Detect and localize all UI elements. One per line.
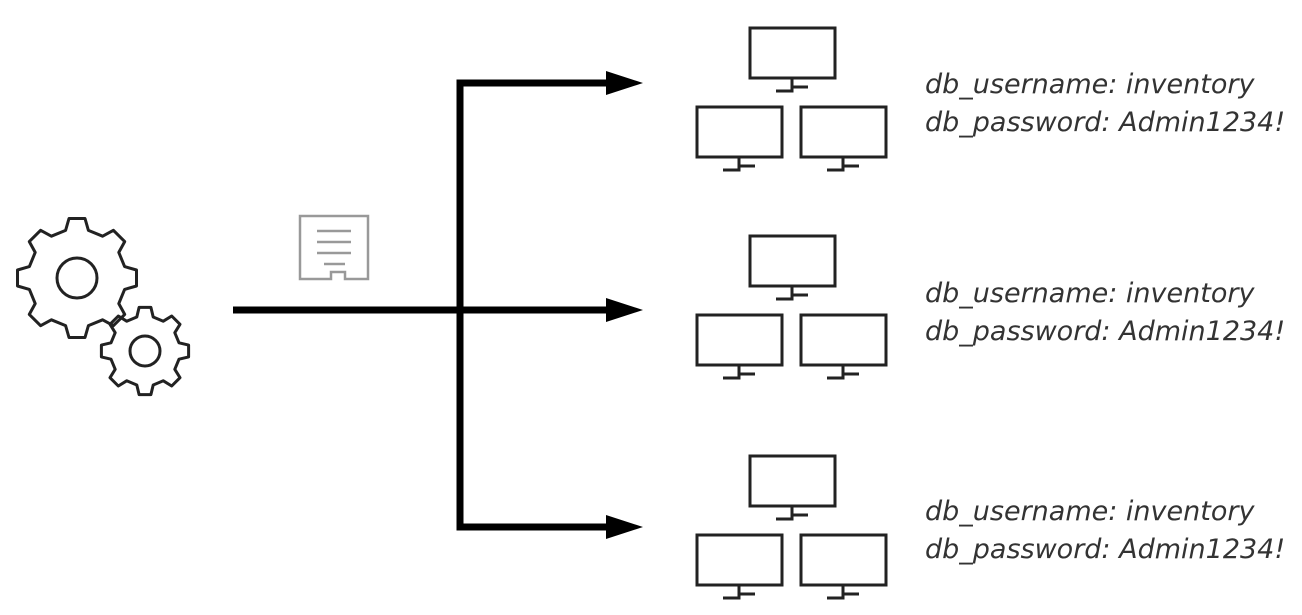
db-username-text: db_username: inventory	[925, 278, 1255, 309]
db-password-text: db_password: Admin1234!	[925, 107, 1286, 138]
small-gear-hole	[128, 334, 162, 368]
branch-line	[456, 79, 610, 531]
large-gear-icon	[16, 217, 138, 339]
credential-block: db_username: inventory db_password: Admi…	[925, 66, 1285, 142]
credential-block: db_username: inventory db_password: Admi…	[925, 493, 1285, 569]
db-username-text: db_username: inventory	[925, 69, 1255, 100]
arrowheads	[606, 71, 643, 539]
db-username-text: db_username: inventory	[925, 496, 1255, 527]
db-password-text: db_password: Admin1234!	[925, 534, 1286, 565]
large-gear-hole	[55, 256, 99, 300]
connector-lines	[233, 79, 610, 531]
document-icon	[298, 214, 370, 281]
server-group-icon	[697, 28, 886, 170]
gears-icon	[16, 217, 191, 397]
credential-block: db_username: inventory db_password: Admi…	[925, 275, 1285, 351]
db-password-text: db_password: Admin1234!	[925, 316, 1286, 347]
server-group-icon	[697, 456, 886, 598]
arrowhead	[606, 71, 643, 95]
server-group-icon	[697, 236, 886, 378]
arrowhead	[606, 298, 643, 322]
arrowhead	[606, 515, 643, 539]
small-gear-icon	[99, 305, 191, 397]
